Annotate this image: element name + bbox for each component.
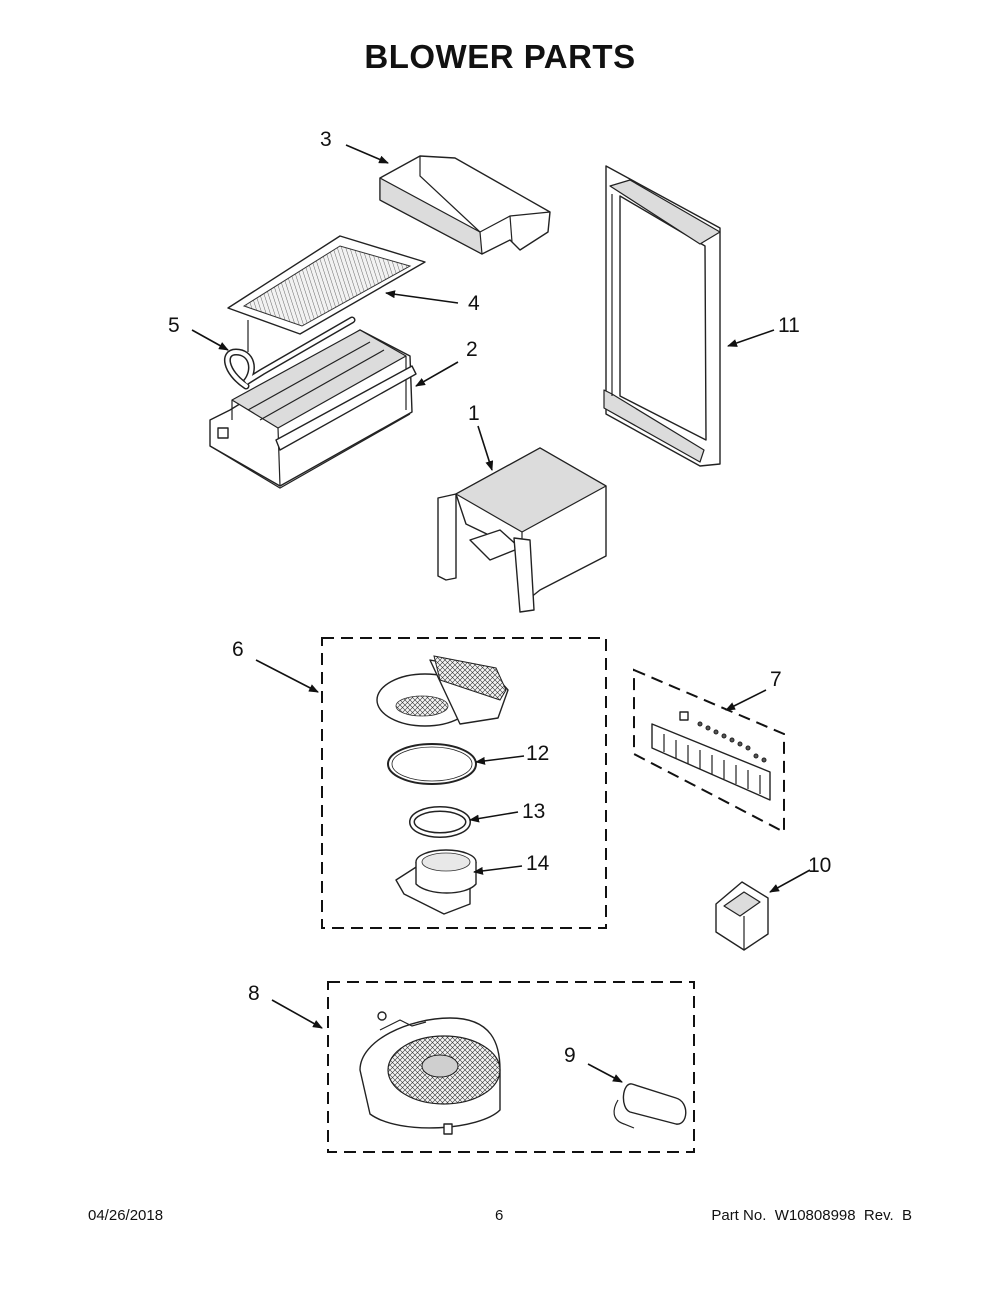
callout-7: 7 <box>770 668 782 691</box>
callout-2: 2 <box>466 338 478 361</box>
part-13-gasket <box>409 806 471 838</box>
callout-4: 4 <box>468 292 480 315</box>
part-10-bracket <box>715 881 769 951</box>
part-8-blower-motor <box>359 1011 501 1135</box>
callout-14: 14 <box>526 852 550 875</box>
part-9-capacitor <box>613 1083 687 1129</box>
part-5-tube <box>223 316 356 390</box>
part-14-collar <box>395 849 477 915</box>
part-11-frame <box>603 165 721 467</box>
footer-date: 04/26/2018 <box>88 1207 164 1224</box>
callout-13: 13 <box>522 800 545 823</box>
callout-3: 3 <box>320 128 332 151</box>
callout-1: 1 <box>468 402 480 425</box>
callout-5: 5 <box>168 314 180 337</box>
footer-part-number: Part No. W10808998 Rev. B <box>711 1207 912 1224</box>
part-6-scroll-housing <box>376 655 509 727</box>
part-4-filter <box>227 235 426 335</box>
leader-lines <box>191 144 811 1083</box>
callout-8: 8 <box>248 982 260 1005</box>
callout-6: 6 <box>232 638 244 661</box>
page-title: BLOWER PARTS <box>364 38 636 75</box>
callout-12: 12 <box>526 742 549 765</box>
callout-9: 9 <box>564 1044 576 1067</box>
part-12-ring <box>387 743 477 785</box>
kit-7-box <box>633 668 785 834</box>
callout-11: 11 <box>778 314 800 337</box>
callout-labels: 3 4 5 2 1 11 6 7 12 13 14 10 8 9 <box>168 128 831 1067</box>
kit-8-box <box>327 981 695 1153</box>
part-7-grille <box>651 711 771 801</box>
callout-10: 10 <box>808 854 831 877</box>
screws-icon <box>679 711 767 763</box>
footer-page-number: 6 <box>495 1207 504 1224</box>
part-3-duct-cover <box>379 155 551 255</box>
part-2-housing <box>209 329 417 489</box>
kit-6-box <box>321 637 607 929</box>
part-1-bracket <box>437 447 607 613</box>
